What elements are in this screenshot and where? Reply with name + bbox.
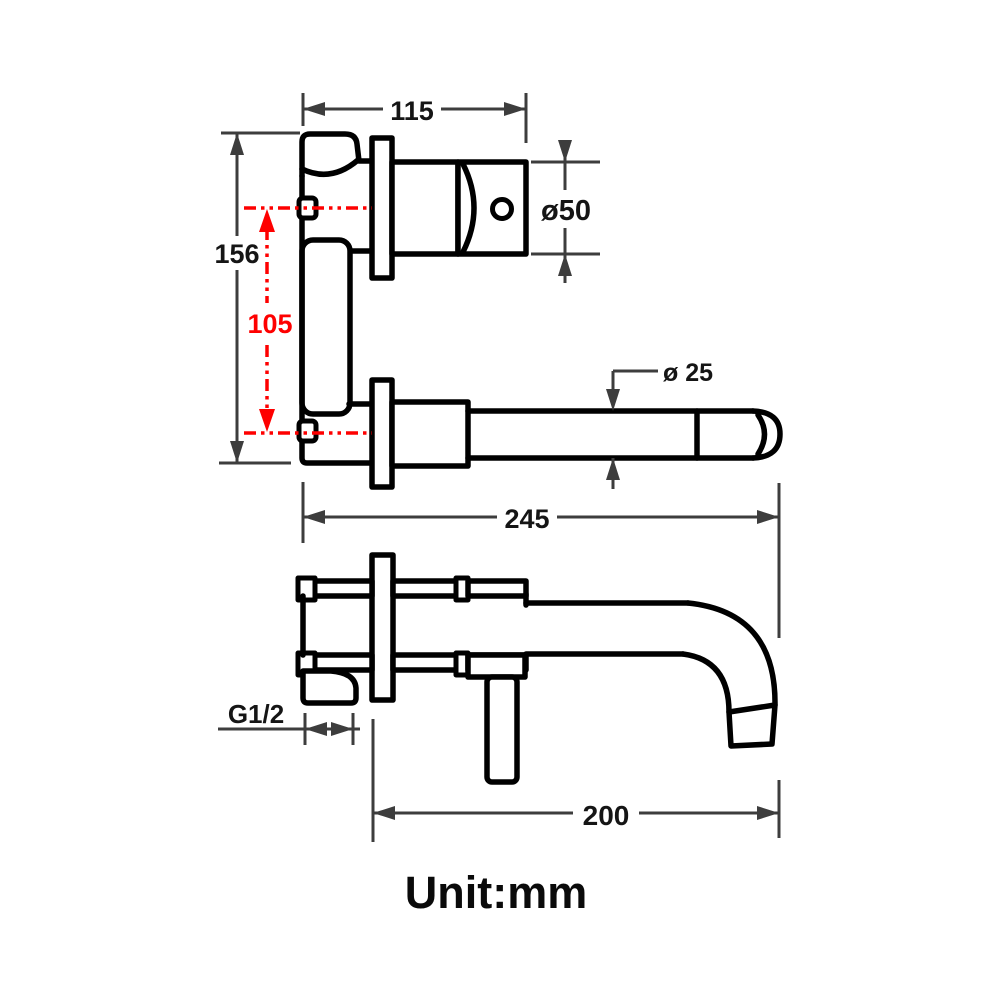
dim-245-arrow-left bbox=[303, 510, 325, 524]
dim-thread-arrow-right bbox=[331, 722, 353, 736]
dim-200-arrow-left bbox=[373, 806, 395, 820]
dim-25-arrow-up bbox=[606, 458, 620, 480]
dim-200-label: 200 bbox=[583, 800, 630, 831]
thread-stub bbox=[300, 668, 359, 706]
edge-notch-lower bbox=[296, 418, 319, 444]
dim-25-arrow-down bbox=[606, 389, 620, 411]
dim-25-label: ø 25 bbox=[663, 359, 713, 387]
dim-156-arrow-down bbox=[230, 441, 244, 463]
dim-thread-label: G1/2 bbox=[228, 699, 284, 729]
spout-aerator-tip bbox=[726, 702, 778, 749]
dim-245-label: 245 bbox=[504, 504, 549, 534]
unit-note: Unit:mm bbox=[405, 867, 587, 918]
dim-thread-arrow-left bbox=[305, 722, 327, 736]
spout-pipe-cap bbox=[750, 408, 783, 461]
side-view bbox=[295, 552, 778, 785]
dim-105-label: 105 bbox=[247, 309, 292, 339]
handle-neck bbox=[465, 652, 528, 680]
valve-flange bbox=[369, 135, 395, 281]
top-inlet-stub-arc bbox=[299, 157, 361, 177]
spout-flange bbox=[369, 377, 395, 490]
handle-lever bbox=[484, 674, 520, 785]
handle-hub-arc bbox=[460, 161, 477, 255]
dim-105-arrow-down bbox=[259, 409, 275, 432]
dim-200-arrow-right bbox=[757, 806, 779, 820]
spout-pipe-cap-inner-arc bbox=[755, 412, 768, 457]
spout-outer-curve bbox=[685, 600, 778, 708]
dim-245-arrow-right bbox=[757, 510, 779, 524]
body-left-edge bbox=[299, 173, 375, 466]
body-bar-top-right bbox=[465, 578, 529, 599]
dim-156-arrow-up bbox=[230, 133, 244, 155]
body-bar-bottom-mid bbox=[390, 652, 460, 673]
dimensions: 115 156 ø50 ø 25 245 bbox=[214, 93, 781, 842]
centerlines: 105 bbox=[244, 206, 372, 435]
connecting-tube bbox=[299, 237, 353, 417]
dim-156-label: 156 bbox=[214, 239, 259, 269]
front-view bbox=[296, 131, 783, 490]
handle-set-screw bbox=[490, 197, 514, 221]
dim-115-arrow-right bbox=[504, 102, 526, 116]
dim-50-label: ø50 bbox=[541, 195, 591, 227]
dim-115-arrow-left bbox=[303, 102, 325, 116]
wall-flange bbox=[369, 552, 396, 703]
body-bar-top-mid bbox=[390, 578, 460, 599]
spout-inner-curve bbox=[680, 651, 732, 715]
dim-105-arrow-up bbox=[259, 209, 275, 232]
dim-115-label: 115 bbox=[390, 96, 434, 126]
spout-base bbox=[389, 399, 471, 469]
dim-50-arrow-up bbox=[558, 254, 572, 276]
top-inlet-stub bbox=[299, 131, 374, 179]
dim-50-arrow-down bbox=[558, 140, 572, 162]
cartridge-cylinder bbox=[389, 159, 461, 257]
